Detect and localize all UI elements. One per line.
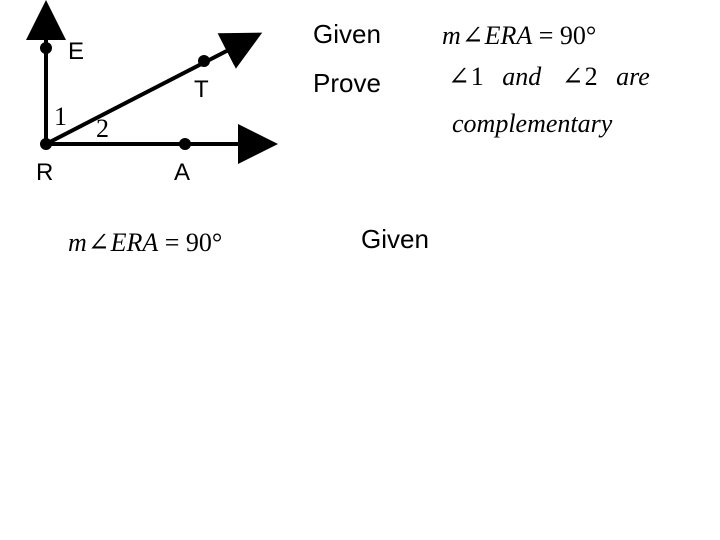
point-e [40,42,52,54]
label-e: E [68,38,85,65]
prove-num-1: 1 [470,62,484,91]
label-a: A [174,159,191,186]
given-statement: m∠ERA = 90° [442,22,596,50]
angle-2-label: 2 [96,114,109,143]
point-r [40,138,52,150]
prove-header: Prove [313,68,381,98]
ray-rt [45,32,263,146]
angle-symbol: ∠ [87,228,110,257]
angle-1-label: 1 [54,102,67,131]
point-t [198,55,210,67]
angle-symbol: ∠ [461,21,484,50]
proof-m: m [68,228,87,257]
given-header: Given [313,19,381,49]
label-r: R [36,159,54,186]
proof-reason: Given [361,224,429,254]
prove-line-2: complementary [452,109,613,138]
proof-angle-name: ERA [110,228,159,257]
label-t: T [194,76,209,103]
proof-statement: m∠ERA = 90° [68,229,222,257]
angle-symbol: ∠ [561,62,584,91]
equals-sign: = [158,228,186,257]
given-angle-name: ERA [484,21,533,50]
given-m: m [442,21,461,50]
prove-num-2: 2 [584,62,598,91]
point-a [179,138,191,150]
prove-and: and [502,62,542,91]
prove-line-1: ∠1 and ∠2 are [447,63,650,91]
proof-value: 90° [185,228,223,257]
prove-are: are [616,62,650,91]
equals-sign: = [532,21,560,50]
angle-symbol: ∠ [448,62,470,91]
given-value: 90° [559,21,597,50]
